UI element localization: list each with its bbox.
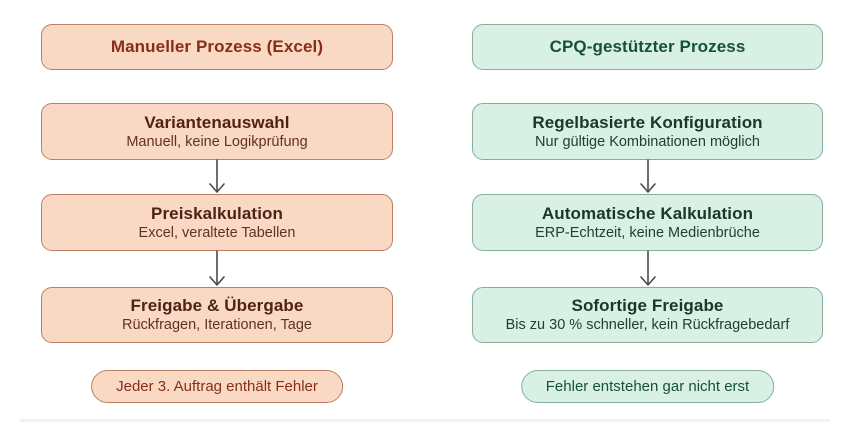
- result-badge-manual: Jeder 3. Auftrag enthält Fehler: [91, 370, 343, 403]
- step-box-variantenauswahl: Variantenauswahl Manuell, keine Logikprü…: [41, 103, 393, 160]
- cpq-process-header-label: CPQ-gestützter Prozess: [549, 37, 746, 56]
- step-title: Automatische Kalkulation: [541, 203, 754, 223]
- step-subtitle: ERP-Echtzeit, keine Medienbrüche: [535, 224, 760, 241]
- step-box-automatische-kalkulation: Automatische Kalkulation ERP-Echtzeit, k…: [472, 194, 823, 251]
- step-title: Sofortige Freigabe: [571, 296, 724, 315]
- down-arrow-icon: [207, 250, 227, 288]
- cpq-process-header-box: CPQ-gestützter Prozess: [472, 24, 823, 70]
- step-box-sofortige-freigabe: Sofortige Freigabe Bis zu 30 % schneller…: [472, 287, 823, 343]
- step-title: Variantenauswahl: [144, 112, 290, 132]
- manual-process-header-label: Manueller Prozess (Excel): [110, 37, 324, 56]
- step-subtitle: Bis zu 30 % schneller, kein Rückfragebed…: [505, 317, 790, 333]
- down-arrow-icon: [638, 159, 658, 195]
- step-subtitle: Rückfragen, Iterationen, Tage: [122, 317, 312, 333]
- manual-process-header-box: Manueller Prozess (Excel): [41, 24, 393, 70]
- step-box-freigabe-uebergabe: Freigabe & Übergabe Rückfragen, Iteratio…: [41, 287, 393, 343]
- step-subtitle: Manuell, keine Logikprüfung: [126, 133, 308, 150]
- step-box-regelbasierte-konfiguration: Regelbasierte Konfiguration Nur gültige …: [472, 103, 823, 160]
- result-badge-cpq: Fehler entstehen gar nicht erst: [520, 370, 775, 403]
- step-title: Freigabe & Übergabe: [130, 296, 304, 315]
- step-title: Preiskalkulation: [151, 203, 283, 223]
- down-arrow-icon: [638, 250, 658, 288]
- column-manual-process: Manueller Prozess (Excel) Variantenauswa…: [41, 0, 393, 422]
- step-subtitle: Nur gültige Kombinationen möglich: [535, 133, 760, 150]
- step-title: Regelbasierte Konfiguration: [532, 112, 763, 132]
- step-subtitle: Excel, veraltete Tabellen: [138, 224, 296, 241]
- step-box-preiskalkulation: Preiskalkulation Excel, veraltete Tabell…: [41, 194, 393, 251]
- down-arrow-icon: [207, 159, 227, 195]
- column-cpq-process: CPQ-gestützter Prozess Regelbasierte Kon…: [472, 0, 823, 422]
- bottom-crop-edge: [20, 419, 830, 422]
